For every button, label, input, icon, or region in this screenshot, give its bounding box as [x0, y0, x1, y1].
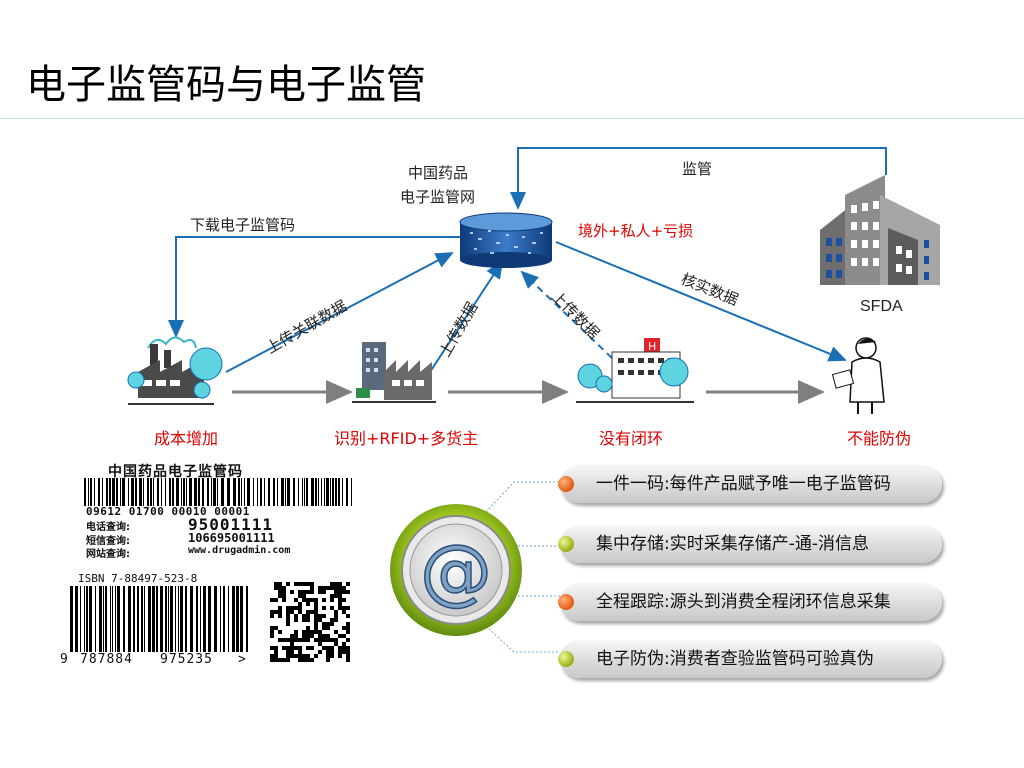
- feature-pill-one-code: 一件一码:每件产品赋予唯一电子监管码: [558, 465, 942, 503]
- supervision-label: 监管: [682, 160, 713, 178]
- upload-linked-arrow: [225, 252, 454, 373]
- network-label-2: 电子监管网: [400, 188, 476, 206]
- bullet-orange-icon: [558, 594, 574, 610]
- person-icon: [831, 337, 885, 414]
- page-title: 电子监管码与电子监管: [26, 62, 426, 108]
- supervision-arrow: [510, 147, 887, 210]
- bullet-green-icon: [558, 536, 574, 552]
- sfda-label: SFDA: [860, 298, 903, 315]
- caption-rfid: 识别+RFID+多货主: [334, 429, 479, 448]
- warehouse-icon: [352, 342, 436, 403]
- hospital-icon: H: [576, 338, 694, 403]
- feature-text: 集中存储:实时采集存储产-通-消信息: [596, 534, 869, 554]
- feature-text: 一件一码:每件产品赋予唯一电子监管码: [596, 474, 891, 494]
- svg-text:@: @: [420, 529, 492, 613]
- barcode-2: [70, 586, 248, 652]
- caption-cost: 成本增加: [154, 429, 219, 448]
- isbn-digit-1: 9: [60, 652, 68, 667]
- overseas-label: 境外+私人+亏损: [578, 222, 694, 240]
- web-label: 网站查询:: [86, 549, 130, 560]
- at-sign-icon: @: [390, 504, 522, 636]
- phone-value: 95001111: [188, 515, 274, 534]
- isbn-digits-4: >: [238, 652, 246, 667]
- feature-pill-storage: 集中存储:实时采集存储产-通-消信息: [558, 525, 942, 563]
- web-value: www.drugadmin.com: [188, 545, 291, 556]
- phone-label: 电话查询:: [86, 522, 130, 533]
- barcode-1: [84, 478, 352, 506]
- feature-text: 全程跟踪:源头到消费全程闭环信息采集: [596, 592, 891, 612]
- bullet-orange-icon: [558, 476, 574, 492]
- qr-code-icon: [270, 582, 350, 662]
- upload-arrow-1: [429, 260, 504, 373]
- feature-pill-tracking: 全程跟踪:源头到消费全程闭环信息采集: [558, 583, 942, 621]
- factory-icon: [127, 336, 223, 405]
- download-arrow: [168, 236, 460, 338]
- title-divider: [0, 118, 1024, 119]
- bullet-green-icon: [558, 651, 574, 667]
- barcode-code: 09612 01700 00010 00001: [86, 505, 250, 518]
- feature-text: 电子防伪:消费者查验监管码可验真伪: [596, 649, 874, 669]
- verify-arrow: [555, 241, 847, 362]
- upload-arrow-2: [520, 270, 613, 359]
- caption-no-anti-fake: 不能防伪: [847, 429, 912, 448]
- sms-label: 短信查询:: [86, 536, 130, 547]
- isbn-digits-3: 975235: [160, 652, 213, 667]
- isbn-digits-2: 787884: [80, 652, 133, 667]
- svg-text:H: H: [648, 340, 656, 353]
- caption-no-loop: 没有闭环: [599, 429, 664, 448]
- download-label: 下载电子监管码: [190, 216, 296, 234]
- isbn-text: ISBN 7-88497-523-8: [78, 572, 198, 585]
- database-icon: [459, 212, 553, 268]
- feature-pill-anti-fake: 电子防伪:消费者查验监管码可验真伪: [558, 640, 942, 678]
- barcode-heading: 中国药品电子监管码: [108, 464, 243, 480]
- buildings-icon: [820, 175, 940, 285]
- sms-value: 106695001111: [188, 531, 275, 545]
- network-label-1: 中国药品: [408, 164, 469, 182]
